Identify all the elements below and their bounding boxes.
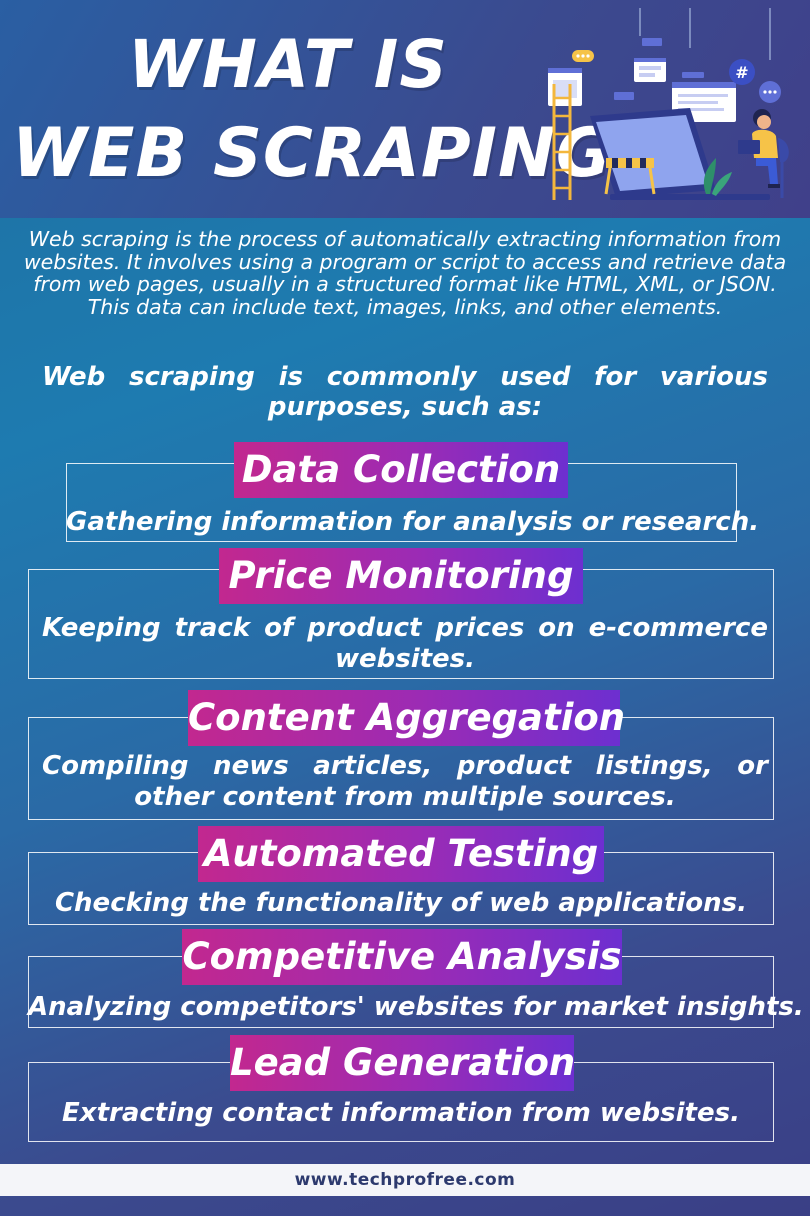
pill-data-collection: Data Collection	[234, 442, 568, 498]
title-line-1: WHAT IS	[128, 26, 448, 103]
pill-price-monitoring: Price Monitoring	[219, 548, 583, 604]
person-at-desk-icon	[738, 109, 789, 198]
pill-lead-generation: Lead Generation	[230, 1035, 575, 1091]
desc-automated-testing: Checking the functionality of web applic…	[54, 888, 748, 918]
intro-paragraph: Web scraping is the process of automatic…	[23, 227, 787, 319]
desc-data-collection: Gathering information for analysis or re…	[66, 507, 760, 537]
desc-competitive-analysis: Analyzing competitors' websites for mark…	[28, 992, 804, 1022]
illustration: #	[548, 8, 789, 200]
pill-content-aggregation: Content Aggregation	[188, 690, 625, 746]
desc-content-aggregation: Compiling news articles, product listing…	[42, 751, 768, 812]
hashtag-icon: #	[729, 59, 755, 85]
hashtag-text: #	[735, 63, 748, 82]
laptop-icon	[590, 108, 770, 200]
window-small-2-icon	[634, 58, 666, 82]
pill-automated-testing: Automated Testing	[198, 826, 604, 882]
chat-bubble-2-icon	[759, 81, 781, 103]
desc-price-monitoring: Keeping track of product prices on e-com…	[42, 613, 768, 674]
pill-competitive-analysis: Competitive Analysis	[182, 929, 622, 985]
header-banner: WHAT IS WEB SCRAPING	[0, 0, 810, 218]
title-line-2: WEB SCRAPING	[12, 114, 613, 193]
lead-text: Web scraping is commonly used for variou…	[42, 362, 768, 422]
barrier-icon	[604, 158, 656, 195]
footer-url[interactable]: www.techprofree.com	[0, 1164, 810, 1196]
ladder-icon	[552, 84, 572, 200]
chat-bubble-icon	[572, 50, 594, 62]
desc-lead-generation: Extracting contact information from webs…	[62, 1098, 740, 1128]
